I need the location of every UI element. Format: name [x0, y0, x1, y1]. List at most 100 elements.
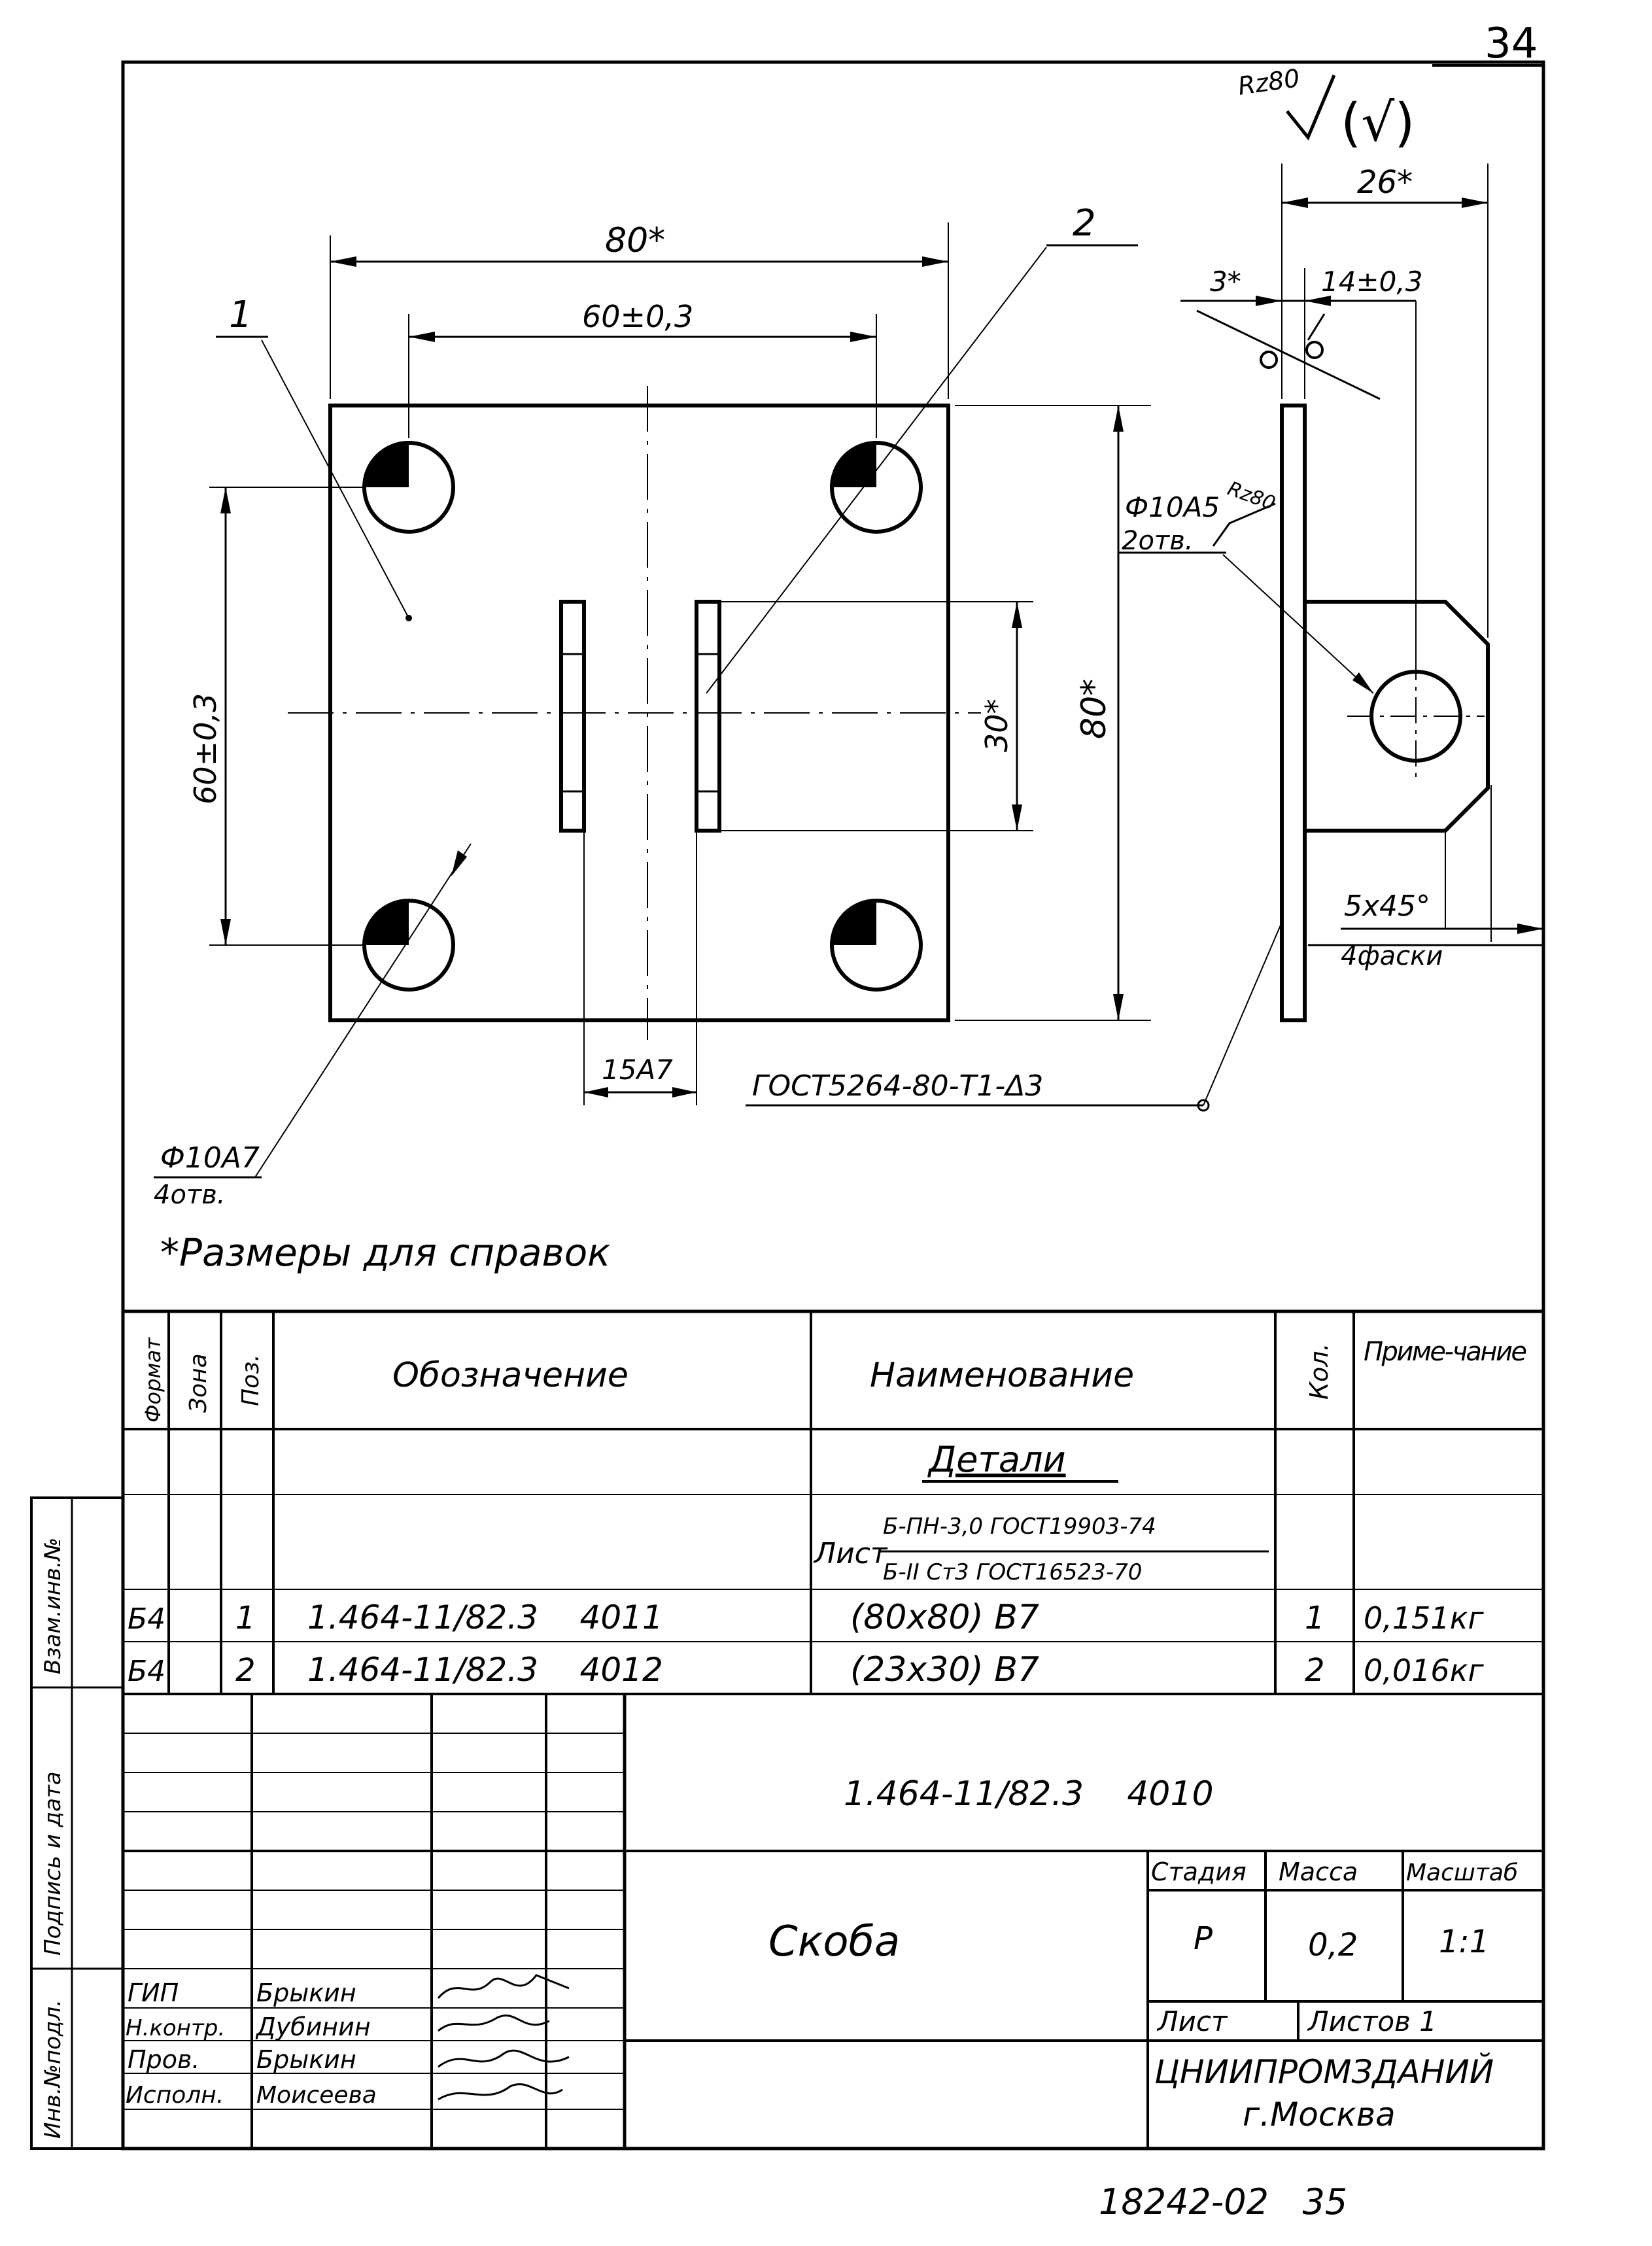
signatures — [437, 1974, 570, 2101]
scale-header: Масштаб — [1406, 1859, 1518, 1886]
svg-text:Ф10А7: Ф10А7 — [160, 1141, 260, 1175]
row1-designation: 1.464-11/82.3 4011 — [307, 1598, 663, 1636]
side-view — [1280, 404, 1490, 1022]
material-top: Б-ПН-3,0 ГОСТ19903-74 — [883, 1513, 1156, 1540]
roughness-general: Rz80 — [1236, 63, 1301, 101]
dim-hole-spacing-h: 60±0,3 — [408, 299, 877, 438]
row1-qty: 1 — [1305, 1600, 1325, 1636]
svg-text:ГОСТ5264-80-Т1-Δ3: ГОСТ5264-80-Т1-Δ3 — [752, 1069, 1043, 1103]
svg-text:30*: 30* — [979, 699, 1014, 752]
row2-note: 0,016кг — [1364, 1653, 1484, 1688]
dim-overall-width: 80* — [330, 221, 949, 399]
hdr-name: Наименование — [870, 1356, 1134, 1395]
section-label: Детали — [927, 1439, 1066, 1480]
svg-text:1: 1 — [229, 294, 252, 336]
dim-side-center: 3* 14±0,3 — [1180, 266, 1422, 654]
material-bottom: Б-II Ст3 ГОСТ16523-70 — [883, 1559, 1142, 1585]
side-stamp-sign-date: Подпись и дата — [40, 1771, 66, 1956]
drawing-frame — [121, 60, 1545, 2151]
svg-text:14±0,3: 14±0,3 — [1321, 266, 1422, 298]
stage-header: Стадия — [1151, 1857, 1247, 1886]
row1-format: Б4 — [128, 1602, 165, 1636]
row2-name: (23x30) В7 — [850, 1650, 1039, 1689]
leader-front-hole: Ф10А7 4отв. — [154, 843, 472, 1210]
hole-bottom-right — [830, 899, 923, 992]
svg-text:4отв.: 4отв. — [154, 1180, 226, 1210]
svg-text:80*: 80* — [605, 221, 665, 260]
svg-text:60±0,3: 60±0,3 — [188, 693, 223, 804]
leader-pos1: 1 — [216, 294, 412, 621]
hdr-qty: Кол. — [1305, 1343, 1334, 1400]
svg-text:4фаски: 4фаски — [1341, 941, 1443, 971]
hole-top-right — [830, 441, 923, 534]
drawing-title: Скоба — [768, 1918, 900, 1966]
svg-text:2: 2 — [1073, 202, 1096, 245]
dim-overall-height: 80* — [955, 405, 1151, 1021]
side-stamp-inv-orig: Инв.№подл. — [40, 1999, 66, 2139]
hdr-designation: Обозначение — [392, 1356, 628, 1395]
dim-slot-gap: 15A7 — [583, 831, 697, 1105]
side-stamp-inv-dup: Взам.инв.№ — [40, 1538, 66, 1674]
rib-left — [559, 600, 586, 833]
row2-qty: 2 — [1305, 1652, 1325, 1689]
sheets-label: Листов 1 — [1307, 2005, 1437, 2037]
leader-pos2: 2 — [706, 202, 1138, 694]
title-block: 1.464-11/82.3 4010 Скоба Стадия Масса Ма… — [123, 1694, 1543, 2149]
city: г.Москва — [1243, 2096, 1396, 2134]
role-norm: Н.контр. — [126, 2015, 225, 2041]
svg-text:15A7: 15A7 — [602, 1054, 673, 1086]
name-norm: Дубинин — [255, 2013, 371, 2041]
scale-value: 1:1 — [1439, 1924, 1489, 1960]
row1-note: 0,151кг — [1364, 1600, 1484, 1636]
spec-table: Формат Зона Поз. Обозначение Наименовани… — [123, 1309, 1543, 1695]
row2-designation: 1.464-11/82.3 4012 — [307, 1651, 663, 1689]
row2-pos: 2 — [235, 1652, 256, 1689]
dim-chamfer: 5x45° 4фаски — [1308, 785, 1543, 971]
document-code: 1.464-11/82.3 4010 — [844, 1774, 1214, 1814]
svg-text:2отв.: 2отв. — [1122, 526, 1194, 556]
hdr-note: Приме-чание — [1364, 1337, 1527, 1367]
role-gip: ГИП — [128, 1978, 179, 2007]
dim-slot-height: 30* — [719, 601, 1033, 831]
hdr-format: Формат — [141, 1337, 165, 1423]
mass-header: Масса — [1279, 1857, 1358, 1886]
front-view — [288, 386, 981, 1040]
rib-right — [695, 600, 721, 833]
dim-side-hole: Ф10А5 2отв. Rz80 — [1118, 477, 1374, 694]
svg-text:26*: 26* — [1357, 164, 1413, 201]
svg-text:Rz80: Rz80 — [1224, 477, 1278, 515]
reference-note: *Размеры для справок — [160, 1230, 610, 1275]
page-number: 34 — [1485, 20, 1538, 68]
svg-text:5x45°: 5x45° — [1344, 890, 1430, 923]
row1-name: (80x80) В7 — [850, 1598, 1039, 1637]
hdr-zone: Зона — [185, 1353, 212, 1413]
material-prefix: Лист — [813, 1537, 888, 1570]
mass-value: 0,2 — [1308, 1927, 1358, 1963]
footer-code: 18242-02 35 — [1099, 2181, 1347, 2222]
svg-text:3*: 3* — [1210, 266, 1241, 298]
svg-text:Ф10А5: Ф10А5 — [1125, 491, 1220, 523]
row1-pos: 1 — [235, 1600, 256, 1636]
side-stamp: Взам.инв.№ Подпись и дата Инв.№подл. — [30, 1496, 124, 2150]
dim-side-width: 26* — [1281, 164, 1489, 638]
name-exec: Моисеева — [256, 2082, 377, 2109]
hole-bottom-left — [362, 899, 455, 992]
svg-text:80*: 80* — [1075, 679, 1114, 739]
side-plate — [1280, 404, 1307, 1022]
role-check: Пров. — [128, 2045, 199, 2074]
weld-note: ГОСТ5264-80-Т1-Δ3 — [746, 922, 1282, 1112]
roughness-other: (√) — [1341, 92, 1415, 153]
weld-symbol — [1196, 309, 1381, 400]
name-gip: Брыкин — [256, 1978, 356, 2007]
stage-value: Р — [1194, 1920, 1213, 1957]
name-check: Брыкин — [256, 2045, 356, 2074]
svg-text:60±0,3: 60±0,3 — [582, 299, 693, 334]
dim-hole-spacing-v: 60±0,3 — [188, 487, 366, 946]
hdr-pos: Поз. — [237, 1354, 264, 1406]
sheet-label: Лист — [1156, 2005, 1228, 2037]
organization: ЦНИИПРОМЗДАНИЙ — [1154, 2052, 1494, 2091]
hole-top-left — [362, 441, 455, 534]
row2-format: Б4 — [128, 1655, 165, 1688]
roughness-mark: Rz80 (√) — [1236, 63, 1415, 153]
